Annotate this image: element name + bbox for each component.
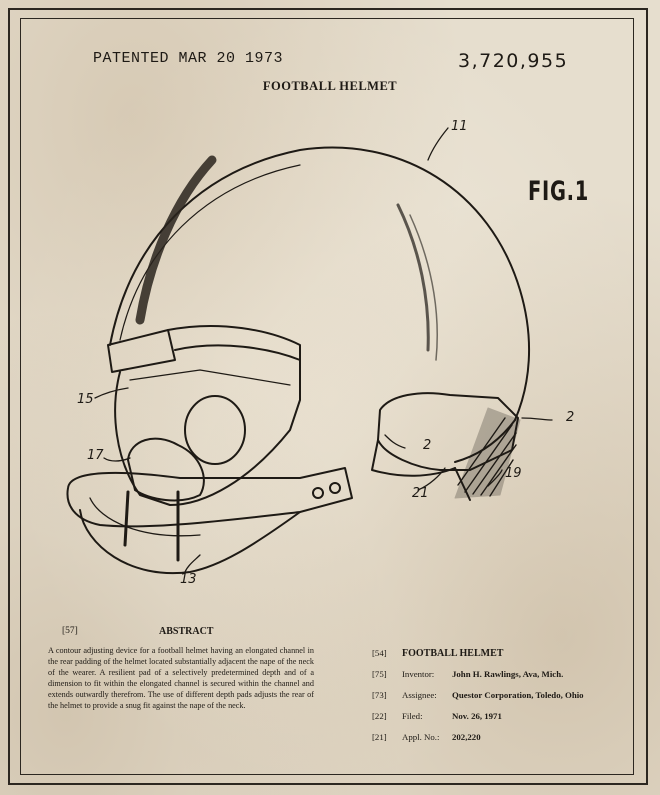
biblio-label: Appl. No.: <box>402 732 440 742</box>
biblio-value: Nov. 26, 1971 <box>452 711 502 721</box>
abstract-heading: ABSTRACT <box>159 626 214 637</box>
biblio-row: [54] FOOTBALL HELMET <box>372 648 632 669</box>
figure-label: FIG.1 <box>528 176 589 207</box>
patent-date: PATENTED MAR 20 1973 <box>93 50 284 67</box>
outer-border <box>8 8 648 785</box>
page-title: FOOTBALL HELMET <box>262 79 398 93</box>
abstract-code: [57] <box>62 626 78 636</box>
helmet-stripe <box>135 155 217 325</box>
ref-numeral-2-pad: 2 <box>423 438 432 453</box>
biblio-code: [22] <box>372 711 387 721</box>
biblio-code: [21] <box>372 732 387 742</box>
patent-number: 3,720,955 <box>458 50 569 72</box>
ref-numeral-19: 19 <box>505 466 522 481</box>
face-padding <box>114 359 301 506</box>
biblio-label: Assignee: <box>402 690 437 700</box>
jaw-pad <box>127 437 205 502</box>
biblio-code: [75] <box>372 669 387 679</box>
ref-numeral-2-rear: 2 <box>566 410 575 425</box>
biblio-code: [54] <box>372 648 387 658</box>
biblio-label: Inventor: <box>402 669 435 679</box>
biblio-code: [73] <box>372 690 387 700</box>
abstract-text: A contour adjusting device for a footbal… <box>48 646 314 711</box>
inner-border <box>20 18 634 775</box>
ref-numeral-17: 17 <box>87 448 104 463</box>
ear-hole <box>184 395 246 465</box>
helmet-shell-inner <box>119 164 301 341</box>
helmet-shell <box>109 146 531 421</box>
biblio-value: John H. Rawlings, Ava, Mich. <box>452 669 564 679</box>
biblio-value: Questor Corporation, Toledo, Ohio <box>452 690 584 700</box>
biblio-label: Filed: <box>402 711 423 721</box>
bibliographic-data: [54] FOOTBALL HELMET [75] Inventor: John… <box>372 648 632 753</box>
ref-numeral-15: 15 <box>77 392 94 407</box>
biblio-row: [21] Appl. No.: 202,220 <box>372 732 632 753</box>
face-mask <box>66 467 353 528</box>
ref-numeral-21: 21 <box>412 486 429 501</box>
biblio-value: FOOTBALL HELMET <box>402 648 504 659</box>
ref-numeral-13: 13 <box>180 572 197 587</box>
biblio-row: [73] Assignee: Questor Corporation, Tole… <box>372 690 632 711</box>
biblio-value: 202,220 <box>452 732 481 742</box>
ref-numeral-11: 11 <box>451 119 468 134</box>
brow-pad <box>107 329 176 373</box>
biblio-row: [22] Filed: Nov. 26, 1971 <box>372 711 632 732</box>
biblio-row: [75] Inventor: John H. Rawlings, Ava, Mi… <box>372 669 632 690</box>
